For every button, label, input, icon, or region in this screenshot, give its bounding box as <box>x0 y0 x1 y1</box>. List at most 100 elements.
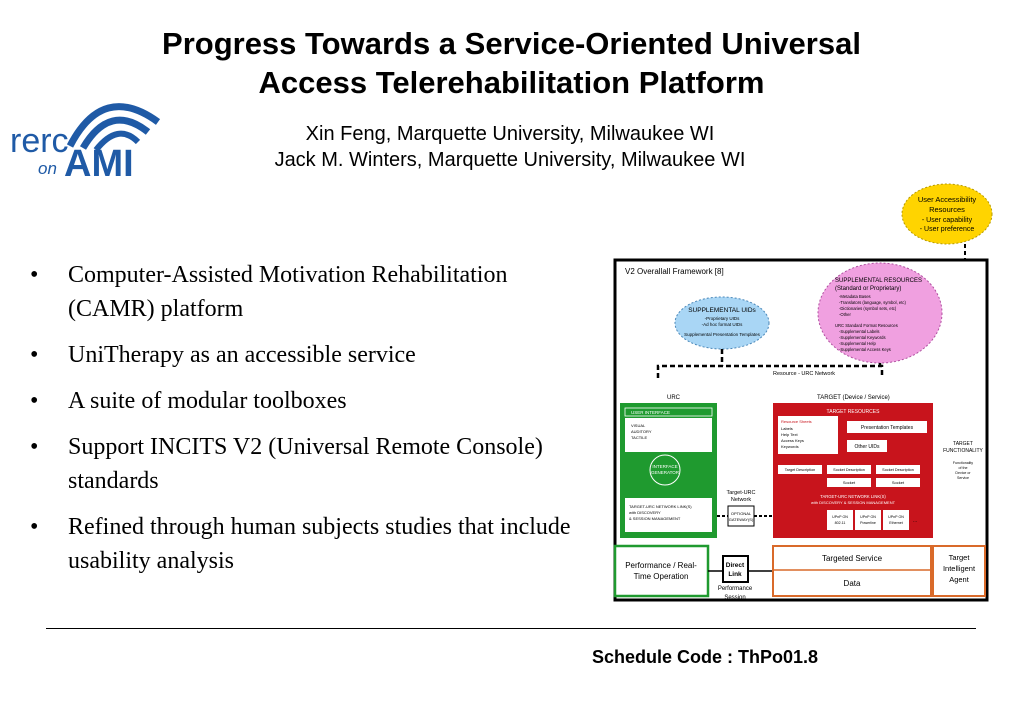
svg-text:Resources: Resources <box>929 205 965 214</box>
resource-network-line <box>656 349 884 378</box>
svg-text:Performance / Real-: Performance / Real- <box>625 561 697 570</box>
resource-network-label: Resource - URC Network <box>773 371 835 377</box>
svg-text:Supplemental Presentation Temp: Supplemental Presentation Templates <box>684 332 760 337</box>
logo-rerc: rerc <box>10 122 69 160</box>
bullet-item: •A suite of modular toolboxes <box>30 384 600 418</box>
bullet-item: •Refined through human subjects studies … <box>30 510 628 578</box>
rerc-ami-logo: rerc on AMI <box>10 103 161 180</box>
svg-text:Help Text: Help Text <box>781 432 798 437</box>
optional-gateway-box <box>727 505 755 527</box>
svg-text:UPnP ON: UPnP ON <box>860 515 876 519</box>
framework-frame <box>613 258 989 602</box>
svg-text:-Supplemental Access Keys: -Supplemental Access Keys <box>839 347 891 352</box>
svg-text:AUDITORY: AUDITORY <box>631 429 652 434</box>
svg-text:User Accessibility: User Accessibility <box>918 195 977 204</box>
svg-text:Socket: Socket <box>843 480 856 485</box>
bullet-dot: • <box>30 342 39 368</box>
svg-text:-Proprietary UIDs: -Proprietary UIDs <box>705 316 741 321</box>
bullet-dot: • <box>30 388 39 414</box>
svg-text:Network: Network <box>731 497 751 503</box>
svg-text:Agent: Agent <box>949 575 970 584</box>
svg-text:with DISCOVERY & SESSION MANAG: with DISCOVERY & SESSION MANAGEMENT <box>811 500 896 505</box>
svg-text:(Standard or Proprietary): (Standard or Proprietary) <box>835 286 901 292</box>
svg-text:Other UIDs: Other UIDs <box>854 444 880 450</box>
supplemental-uids-cloud: SUPPLEMENTAL UIDs -Proprietary UIDs -Ad … <box>674 296 770 350</box>
svg-text:TACTILE: TACTILE <box>631 435 647 440</box>
bullet-list: •Computer-Assisted Motivation Rehabilita… <box>30 258 600 590</box>
svg-text:-Metadata Bases: -Metadata Bases <box>839 294 871 299</box>
bullet-dot: • <box>30 514 39 540</box>
svg-text:Direct: Direct <box>726 562 745 569</box>
svg-text:Labels: Labels <box>781 426 793 431</box>
svg-text:Intelligent: Intelligent <box>943 564 976 573</box>
svg-text:Keywords: Keywords <box>781 444 799 449</box>
logo-on: on <box>38 159 57 178</box>
svg-text:SUPPLEMENTAL RESOURCES: SUPPLEMENTAL RESOURCES <box>835 278 922 284</box>
svg-text:INTERFACE: INTERFACE <box>652 464 677 469</box>
svg-text:GATEWAY(S): GATEWAY(S) <box>729 517 754 522</box>
svg-text:-Supplemental Keywords: -Supplemental Keywords <box>839 335 886 340</box>
urc-green-box: USER INTERFACE VISUAL AUDITORY TACTILE I… <box>620 403 717 538</box>
svg-text:Socket Description: Socket Description <box>882 468 914 472</box>
svg-text:Access Keys: Access Keys <box>781 438 804 443</box>
svg-text:Device or: Device or <box>955 471 971 475</box>
bullet-dot: • <box>30 262 39 288</box>
schedule-code: Schedule Code : ThPo01.8 <box>592 647 819 667</box>
svg-text:-Supplemental Labels: -Supplemental Labels <box>839 329 880 334</box>
svg-text:-Other: -Other <box>839 312 851 317</box>
title-line-1: Progress Towards a Service-Oriented Univ… <box>162 26 861 61</box>
data-label: Data <box>844 579 861 588</box>
author-1: Xin Feng, Marquette University, Milwauke… <box>305 123 715 145</box>
svg-text:...: ... <box>913 518 917 524</box>
intelligent-agent-box <box>932 545 986 597</box>
footer-divider <box>46 628 976 629</box>
performance-session-label: Performance <box>718 586 753 592</box>
svg-text:TARGET RESOURCES: TARGET RESOURCES <box>827 409 881 415</box>
logo-ami: AMI <box>64 143 134 180</box>
svg-text:TARGET-URC NETWORK LINK(S): TARGET-URC NETWORK LINK(S) <box>629 504 692 509</box>
targeted-service-box <box>772 545 932 597</box>
target-device-label: TARGET (Device / Service) <box>817 395 890 401</box>
svg-text:TARGET-URC NETWORK LINK(S): TARGET-URC NETWORK LINK(S) <box>820 494 886 499</box>
svg-text:- User capability: - User capability <box>922 217 973 224</box>
svg-text:-Ad hoc format UIDs: -Ad hoc format UIDs <box>702 322 744 327</box>
svg-text:Functionality: Functionality <box>953 461 973 465</box>
direct-link-box <box>722 555 749 583</box>
target-urc-network-label: Target-URC <box>726 490 755 496</box>
svg-text:Presentation Templates: Presentation Templates <box>861 425 914 431</box>
svg-text:Target Description: Target Description <box>785 468 816 472</box>
performance-box <box>613 544 710 598</box>
svg-text:Session: Session <box>724 595 745 601</box>
target-red-box: TARGET RESOURCES Resource Sheets Labels … <box>773 403 933 538</box>
authors: Xin Feng, Marquette University, Milwauke… <box>190 121 830 173</box>
svg-text:SUPPLEMENTAL UIDs: SUPPLEMENTAL UIDs <box>688 307 756 314</box>
target-functionality-label: TARGET <box>953 441 973 447</box>
bullet-dot: • <box>30 434 39 460</box>
svg-text:-Dictionaries (symbol sets, et: -Dictionaries (symbol sets, etc) <box>839 306 897 311</box>
bullet-item: •Computer-Assisted Motivation Rehabilita… <box>30 258 508 326</box>
svg-text:- User preference: - User preference <box>920 226 975 233</box>
svg-text:Powerline: Powerline <box>860 521 876 525</box>
svg-text:Link: Link <box>728 571 742 578</box>
author-2: Jack M. Winters, Marquette University, M… <box>274 149 746 171</box>
svg-text:UPnP ON: UPnP ON <box>832 515 848 519</box>
svg-text:USER INTERFACE: USER INTERFACE <box>631 410 670 415</box>
user-accessibility-cloud: User Accessibility Resources - User capa… <box>901 183 993 245</box>
logo-arc-outer <box>66 103 161 148</box>
svg-text:FUNCTIONALITY: FUNCTIONALITY <box>943 448 983 454</box>
bullet-item: •UniTherapy as an accessible service <box>30 338 600 372</box>
svg-text:Socket: Socket <box>892 480 905 485</box>
svg-text:with DISCOVERY: with DISCOVERY <box>629 510 661 515</box>
svg-text:802.11: 802.11 <box>835 521 846 525</box>
title-line-2: Access Telerehabilitation Platform <box>258 65 765 100</box>
svg-text:Time Operation: Time Operation <box>634 572 689 581</box>
logo-arc-middle <box>79 116 151 150</box>
svg-text:Target: Target <box>949 553 971 562</box>
svg-text:Ethernet: Ethernet <box>889 521 903 525</box>
v2-framework-diagram: User Accessibility Resources - User capa… <box>613 183 993 602</box>
svg-text:OPTIONAL: OPTIONAL <box>731 511 752 516</box>
urc-label: URC <box>667 395 681 401</box>
svg-text:-Supplemental Help: -Supplemental Help <box>839 341 876 346</box>
framework-title: V2 Overallall Framework [8] <box>625 267 724 276</box>
svg-text:& SESSION MANAGEMENT: & SESSION MANAGEMENT <box>629 516 681 521</box>
